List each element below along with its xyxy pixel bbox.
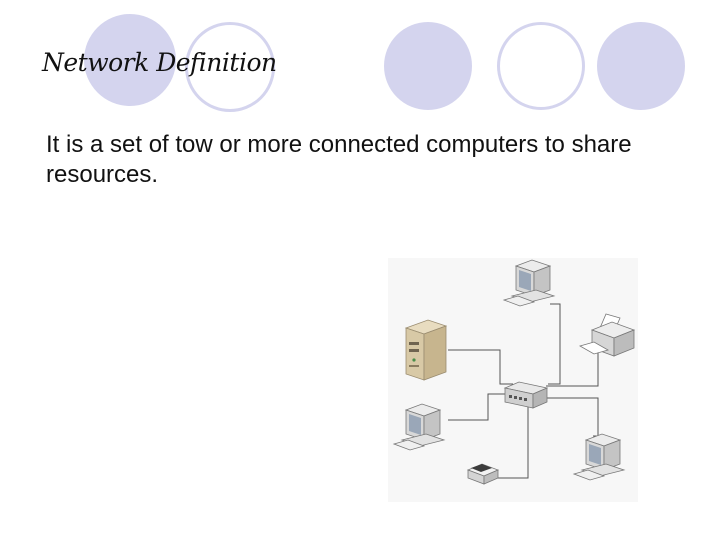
desktop-computer-icon — [502, 259, 556, 307]
network-diagram — [388, 258, 638, 502]
network-switch-icon — [503, 381, 549, 409]
decorative-circle-outline — [497, 22, 585, 110]
printer-icon — [578, 313, 636, 357]
server-icon — [404, 319, 448, 381]
decorative-circle-filled — [597, 22, 685, 110]
desktop-computer-icon — [572, 433, 626, 481]
decorative-circle-filled — [384, 22, 472, 110]
scanner-icon — [466, 463, 500, 485]
decorative-circle-filled — [84, 14, 176, 106]
desktop-computer-icon — [392, 403, 446, 451]
decorative-circle-outline — [185, 22, 275, 112]
slide-title: Network Definition — [42, 48, 277, 77]
slide-body-text: It is a set of tow or more connected com… — [46, 131, 632, 188]
